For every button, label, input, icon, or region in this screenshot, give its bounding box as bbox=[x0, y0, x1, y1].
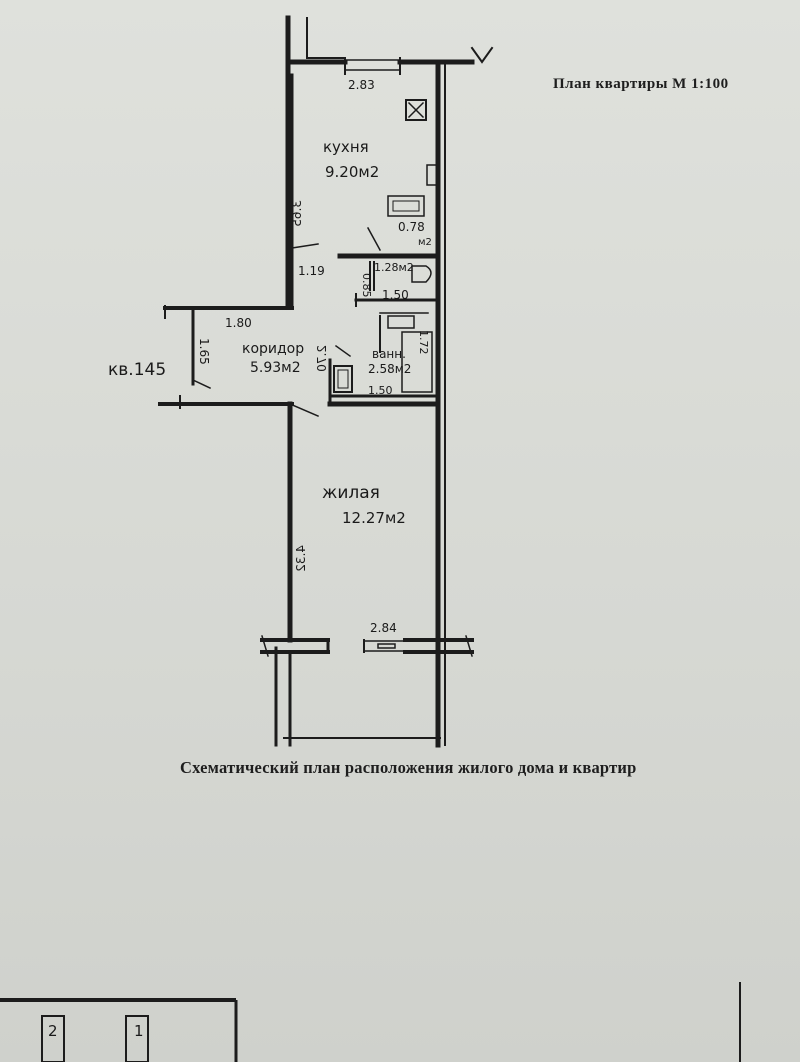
storage-unit: м2 bbox=[418, 237, 432, 248]
dim-kitchen-width: 2.83 bbox=[348, 78, 375, 92]
dim-bath-width: 1.50 bbox=[368, 384, 393, 397]
dim-living-length: 4.32 bbox=[294, 545, 308, 572]
kitchen-name: кухня bbox=[323, 138, 369, 156]
bath-area: 2.58м2 bbox=[368, 362, 411, 376]
dim-door-1: 1.19 bbox=[298, 264, 325, 278]
living-name: жилая bbox=[322, 483, 380, 503]
footer-table bbox=[0, 982, 741, 1062]
dim-kitchen-length: 3.65 bbox=[290, 200, 304, 227]
dim-corridor-length: 2.70 bbox=[315, 345, 329, 372]
dim-wc-door: 0.85 bbox=[360, 273, 373, 298]
footer-box-2: 1 bbox=[134, 1022, 144, 1040]
dim-living-width: 2.84 bbox=[370, 621, 397, 635]
caption: Схематический план расположения жилого д… bbox=[180, 758, 637, 777]
plan-walls bbox=[158, 15, 494, 748]
plan-title: План квартиры М 1:100 bbox=[553, 76, 729, 92]
footer-box-1: 2 bbox=[48, 1022, 58, 1040]
living-area: 12.27м2 bbox=[342, 509, 406, 527]
kitchen-area: 9.20м2 bbox=[325, 163, 379, 181]
dim-entrance: 1.65 bbox=[197, 338, 211, 365]
apartment-label: кв.145 bbox=[108, 360, 166, 380]
dim-corridor-width: 1.80 bbox=[225, 316, 252, 330]
wc-area: 1.28м2 bbox=[374, 261, 414, 274]
dim-wc-width: 1.50 bbox=[382, 288, 409, 302]
bath-name: ванн. bbox=[372, 347, 406, 361]
corridor-area: 5.93м2 bbox=[250, 360, 301, 376]
corridor-name: коридор bbox=[242, 341, 304, 357]
dim-bath-length: 1.72 bbox=[417, 330, 430, 355]
storage-area: 0.78 bbox=[398, 220, 425, 234]
